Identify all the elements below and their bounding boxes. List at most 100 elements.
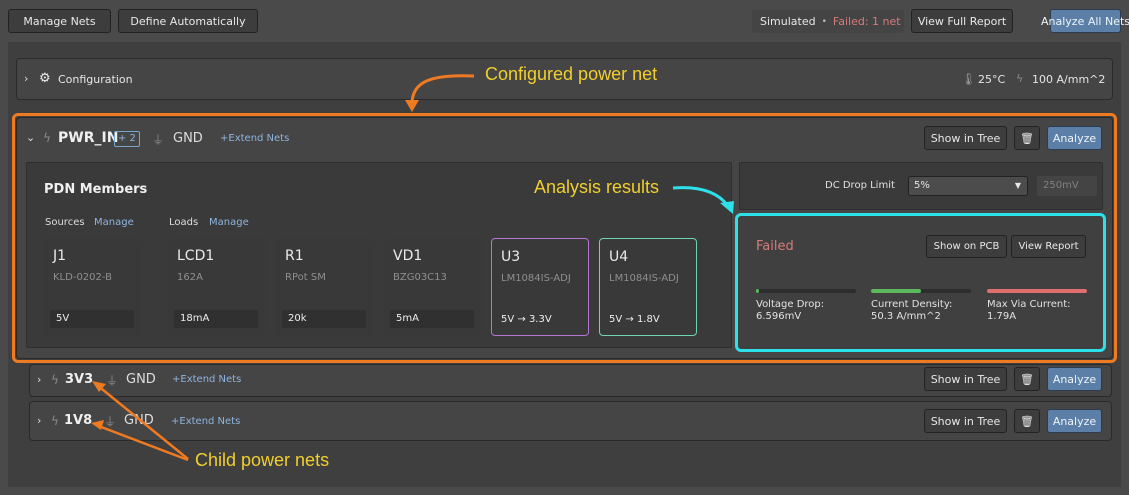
member-value: 5V → 3.3V [501,314,552,325]
dc-drop-select[interactable]: 5% ▼ [908,176,1028,196]
ground-net-name: GND [124,413,154,428]
chevron-right-icon[interactable]: › [24,72,29,85]
member-part: RPot SM [285,272,326,283]
analysis-status: Simulated • Failed: 1 net [752,10,904,33]
lightning-icon: ϟ [51,373,59,387]
view-full-report-button[interactable]: View Full Report [911,9,1013,33]
metric-bar [871,289,971,293]
sources-label: Sources [45,217,85,228]
net-name: 1V8 [64,413,93,428]
ground-icon: ⏚ [152,133,165,147]
result-status: Failed [756,239,794,254]
member-part: KLD-0202-B [53,272,112,283]
member-designator: J1 [53,248,67,264]
trash-icon: 🗑 [1020,372,1034,386]
net-name: 3V3 [65,372,94,387]
lightning-icon: ϟ [1016,72,1024,85]
delete-button[interactable]: 🗑 [1014,409,1040,433]
view-report-button[interactable]: View Report [1011,235,1086,258]
configuration-label: Configuration [58,73,133,86]
delete-button[interactable]: 🗑 [1014,367,1040,391]
status-simulated: Simulated [760,15,816,28]
gear-icon: ⚙ [39,71,51,86]
member-part: 162A [177,272,203,283]
analyze-all-nets-button[interactable]: Analyze All Nets [1041,9,1129,33]
dc-drop-selected: 5% [914,180,930,191]
show-on-pcb-button[interactable]: Show on PCB [926,235,1007,258]
analyze-button[interactable]: Analyze [1047,367,1102,391]
show-in-tree-button[interactable]: Show in Tree [924,126,1007,150]
analysis-results-panel [735,213,1106,352]
manage-loads-link[interactable]: Manage [209,217,249,228]
thermometer-icon: 🌡 [961,72,977,86]
configuration-row[interactable] [16,58,1113,100]
chevron-right-icon[interactable]: › [37,373,42,386]
metric-value: 50.3 A/mm^2 [871,311,941,322]
pdn-members-title: PDN Members [44,182,148,197]
status-failed: Failed: 1 net [832,15,901,28]
metric-bar [987,289,1087,293]
delete-button[interactable]: 🗑 [1014,126,1040,150]
loads-label: Loads [169,217,199,228]
configured-net-highlight [12,113,1117,363]
member-designator: U4 [609,249,629,265]
metric-current-density: Current Density:50.3 A/mm^2 [871,289,971,323]
member-designator: R1 [285,248,304,264]
pdn-regulator-card[interactable]: U3 LM1084IS-ADJ 5V → 3.3V [491,238,589,336]
member-value: 5mA [390,310,474,328]
extend-nets-link[interactable]: +Extend Nets [171,416,241,427]
ground-icon: ⏚ [104,415,117,429]
metric-label: Max Via Current: [987,299,1071,310]
metric-bar [756,289,856,293]
ground-net-name: GND [173,131,203,146]
define-automatically-button[interactable]: Define Automatically [118,9,258,33]
member-part: BZG03C13 [393,272,447,283]
analyze-button[interactable]: Analyze [1047,409,1102,433]
metric-fill [871,289,921,293]
metric-fill [987,289,1087,293]
metric-value: 6.596mV [756,311,802,322]
pdn-member-card[interactable]: VD1 BZG03C13 5mA [384,238,482,336]
member-value: 5V [50,310,134,328]
annotation-configured-power-net: Configured power net [485,64,658,84]
metric-label: Voltage Drop: [756,299,825,310]
trash-icon: 🗑 [1020,131,1034,145]
annotation-analysis-results: Analysis results [534,177,660,197]
lightning-icon: ϟ [43,131,51,145]
analyze-button[interactable]: Analyze [1047,126,1102,150]
manage-sources-link[interactable]: Manage [94,217,134,228]
status-separator: • [821,16,827,27]
current-density-limit: 100 A/mm^2 [1032,73,1106,86]
member-part: LM1084IS-ADJ [501,273,571,284]
member-value: 5V → 1.8V [609,314,660,325]
pdn-member-card[interactable]: J1 KLD-0202-B 5V [44,238,142,336]
extend-nets-link[interactable]: +Extend Nets [172,374,242,385]
metric-voltage-drop: Voltage Drop:6.596mV [756,289,856,323]
member-part: LM1084IS-ADJ [609,273,679,284]
metric-label: Current Density: [871,299,953,310]
chevron-down-icon[interactable]: ⌄ [26,131,36,144]
extend-nets-link[interactable]: +Extend Nets [220,133,290,144]
temperature-value: 25°C [978,73,1006,86]
chevron-right-icon[interactable]: › [37,414,42,427]
annotation-child-power-nets: Child power nets [195,450,330,470]
net-name: PWR_IN [58,130,119,146]
ground-icon: ⏚ [106,374,119,388]
metric-value: 1.79A [987,311,1017,322]
lightning-icon: ϟ [51,414,59,428]
pdn-regulator-card[interactable]: U4 LM1084IS-ADJ 5V → 1.8V [599,238,697,336]
member-value: 20k [282,310,366,328]
show-in-tree-button[interactable]: Show in Tree [924,409,1007,433]
member-designator: LCD1 [177,248,215,264]
pdn-member-card[interactable]: LCD1 162A 18mA [168,238,266,336]
dropdown-arrow-icon: ▼ [1014,181,1021,190]
trash-icon: 🗑 [1020,414,1034,428]
show-in-tree-button[interactable]: Show in Tree [924,367,1007,391]
metric-fill [756,289,759,293]
member-value: 18mA [174,310,258,328]
pdn-member-card[interactable]: R1 RPot SM 20k [276,238,374,336]
manage-nets-button[interactable]: Manage Nets [8,9,111,33]
dc-drop-value-field: 250mV [1037,176,1097,196]
child-count-badge[interactable]: + 2 [114,131,140,147]
dc-drop-label: DC Drop Limit [825,180,895,191]
